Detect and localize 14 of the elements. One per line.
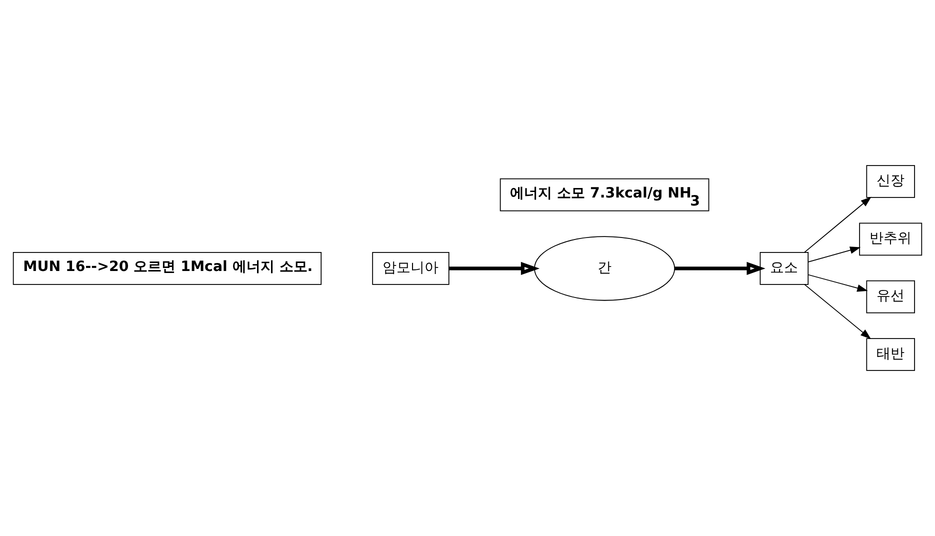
node-box: 요소 (760, 252, 809, 285)
arrow (448, 262, 540, 275)
arrow (808, 274, 868, 292)
node-box: 유선 (866, 280, 915, 314)
node-box: 반추위 (859, 222, 922, 256)
arrow (808, 246, 861, 262)
arrow (804, 196, 872, 253)
node-box: 암모니아 (372, 252, 450, 285)
node-box: 신장 (866, 165, 915, 198)
arrow (674, 262, 766, 275)
node-box: 태반 (866, 338, 915, 371)
node-box: MUN 16-->20 오르면 1Mcal 에너지 소모. (12, 252, 322, 285)
node-ellipse: 간 (534, 236, 676, 301)
arrow (804, 284, 872, 340)
